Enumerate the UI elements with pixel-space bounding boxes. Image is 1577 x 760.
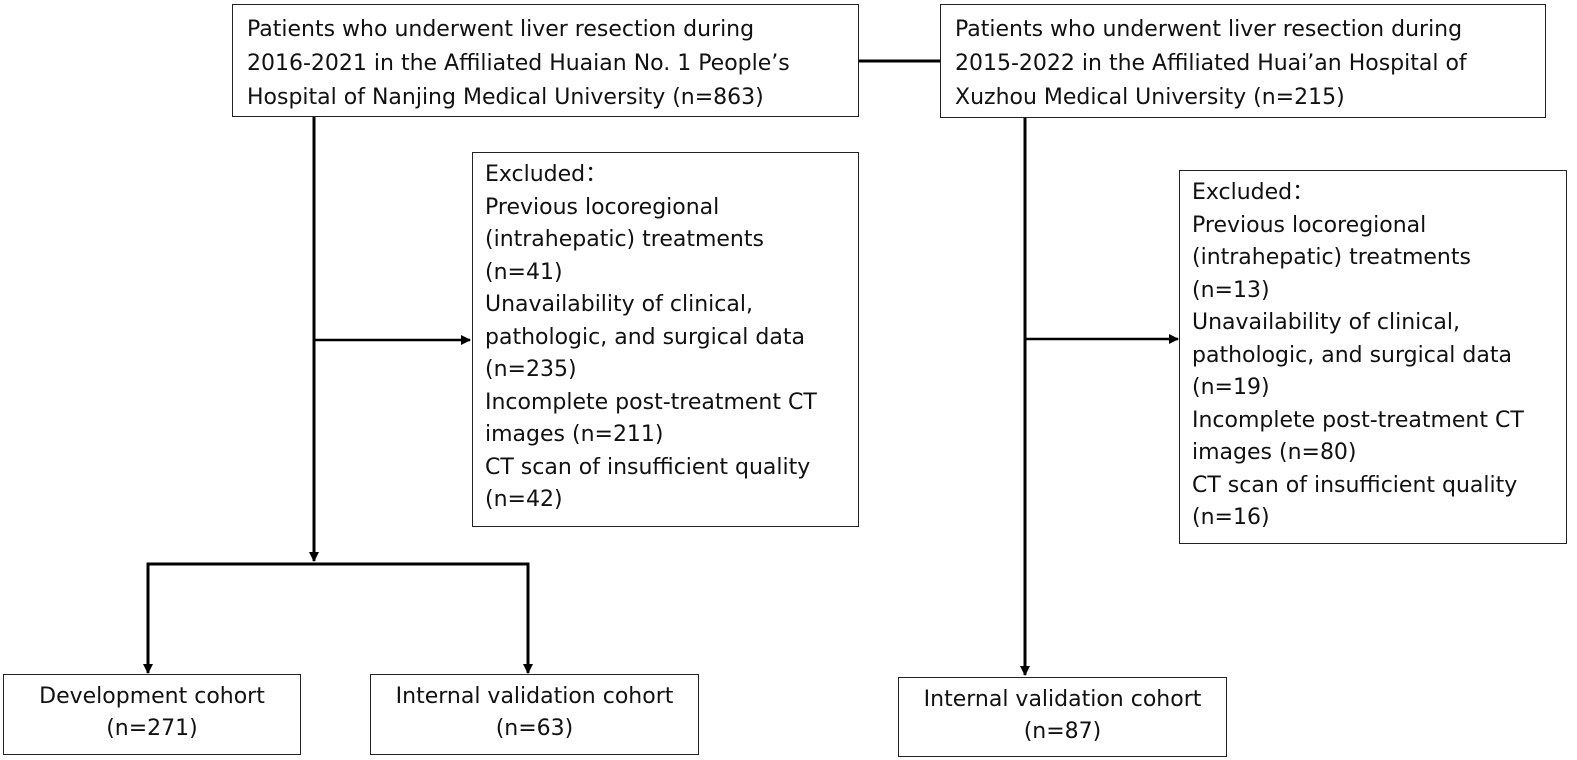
site2-source-line-3: Xuzhou Medical University (n=215): [955, 85, 1345, 110]
site1-development-cohort-box: Development cohort (n=271): [3, 674, 301, 755]
site2-source-box: Patients who underwent liver resection d…: [940, 4, 1546, 118]
site1-excluded-line: (n=42): [485, 487, 563, 512]
cohort-count: (n=87): [1023, 719, 1102, 744]
site2-excluded-line: pathologic, and surgical data: [1192, 342, 1512, 368]
site2-excluded-line: (n=13): [1192, 277, 1270, 303]
site2-internal-validation-cohort-box: Internal validation cohort (n=87): [898, 677, 1227, 757]
site1-excluded-line: Unavailability of clinical,: [485, 292, 753, 317]
site2-excluded-line: Incomplete post-treatment CT: [1192, 407, 1524, 433]
site2-excluded-heading: Excluded：: [1192, 180, 1315, 205]
site1-excluded-line: (intrahepatic) treatments: [485, 227, 764, 252]
site2-excluded-line: Previous locoregional: [1192, 212, 1427, 238]
site2-excluded-line: CT scan of insufficient quality: [1192, 472, 1518, 498]
site1-excluded-line: Incomplete post-treatment CT: [485, 389, 817, 415]
site1-internal-validation-cohort-box: Internal validation cohort (n=63): [370, 674, 699, 755]
site1-excluded-line: CT scan of insufficient quality: [485, 454, 811, 480]
site2-excluded-line: images (n=80): [1192, 440, 1357, 465]
site1-source-line-3: Hospital of Nanjing Medical University (…: [247, 85, 764, 110]
site2-source-line-2: 2015-2022 in the Affiliated Huai’an Hosp…: [955, 51, 1467, 76]
site1-excluded-line: (n=41): [485, 259, 563, 285]
site1-source-box: Patients who underwent liver resection d…: [232, 4, 859, 117]
site1-excluded-heading: Excluded：: [485, 162, 608, 187]
cohort-count: (n=63): [495, 716, 574, 741]
site1-exclusion-box: Excluded： Previous locoregional (intrahe…: [472, 152, 859, 527]
site1-split-line: [146, 562, 530, 672]
site1-source-line-1: Patients who underwent liver resection d…: [247, 17, 755, 42]
site1-source-line-2: 2016-2021 in the Affiliated Huaian No. 1…: [247, 51, 790, 76]
site1-excluded-line: Previous locoregional: [485, 194, 720, 220]
site2-excluded-line: (n=16): [1192, 505, 1270, 530]
site1-excluded-line: (n=235): [485, 357, 577, 382]
site2-source-line-1: Patients who underwent liver resection d…: [955, 17, 1463, 42]
cohort-label: Internal validation cohort: [395, 684, 674, 709]
site2-excluded-line: (intrahepatic) treatments: [1192, 245, 1471, 270]
site1-excluded-line: images (n=211): [485, 422, 664, 447]
cohort-count: (n=271): [106, 716, 198, 741]
cohort-label: Development cohort: [39, 684, 265, 709]
site2-excluded-line: (n=19): [1192, 375, 1270, 400]
site2-exclusion-box: Excluded： Previous locoregional (intrahe…: [1179, 170, 1567, 544]
site1-excluded-line: pathologic, and surgical data: [485, 324, 805, 350]
site2-excluded-line: Unavailability of clinical,: [1192, 310, 1460, 335]
cohort-label: Internal validation cohort: [923, 687, 1202, 712]
